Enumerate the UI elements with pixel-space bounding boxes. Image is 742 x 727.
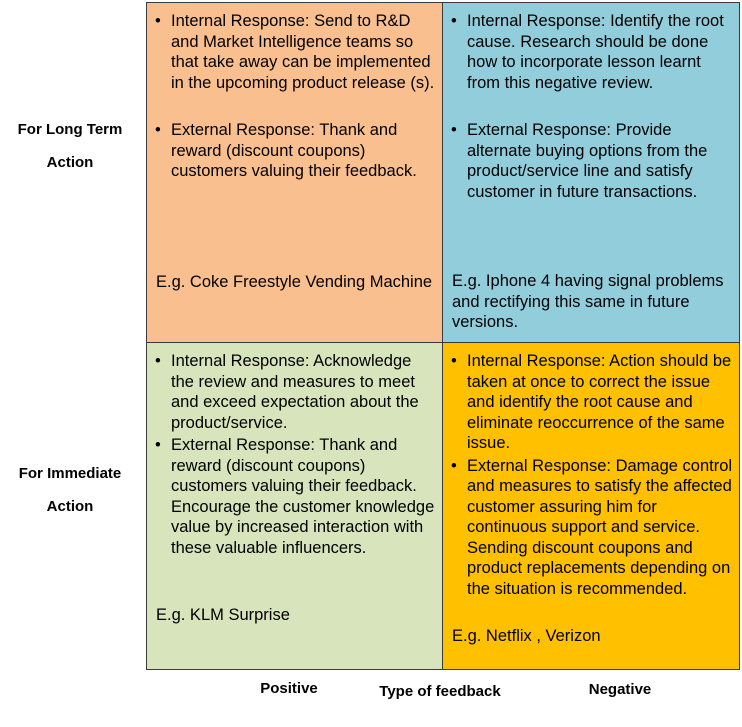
external-response-item: • External Response: Thank and reward (d…: [147, 120, 438, 182]
example-text: E.g. Netflix , Verizon: [452, 627, 601, 645]
internal-response-text: Internal Response: Identify the root cau…: [467, 12, 724, 92]
bullet-icon: •: [451, 352, 457, 370]
external-response-text: External Response: Thank and reward (dis…: [171, 436, 435, 557]
internal-response-item: • Internal Response: Acknowledge the rev…: [147, 351, 438, 433]
external-response-item: • External Response: Damage control and …: [443, 456, 735, 600]
row-label-long-term: For Long Term Action: [0, 113, 140, 179]
row-label-immediate-line1: For Immediate: [18, 465, 122, 482]
internal-response-text: Internal Response: Action should be take…: [467, 352, 732, 452]
row-label-immediate-line2: Action: [46, 498, 94, 515]
quadrant-long-term-positive: • Internal Response: Send to R&D and Mar…: [146, 2, 443, 343]
row-label-long-term-line1: For Long Term: [17, 121, 123, 138]
internal-response-item: • Internal Response: Action should be ta…: [443, 351, 735, 454]
internal-response-text: Internal Response: Send to R&D and Marke…: [171, 12, 435, 92]
external-response-text: External Response: Provide alternate buy…: [467, 121, 708, 201]
internal-response-item: • Internal Response: Send to R&D and Mar…: [147, 11, 438, 93]
column-label-negative: Negative: [588, 681, 652, 698]
column-label-positive: Positive: [260, 680, 318, 697]
quadrant-immediate-negative: • Internal Response: Action should be ta…: [442, 342, 740, 670]
row-label-immediate: For Immediate Action: [0, 457, 140, 523]
external-response-text: External Response: Thank and reward (dis…: [171, 121, 417, 180]
example-text: E.g. Coke Freestyle Vending Machine: [156, 273, 433, 291]
example-text: E.g. Iphone 4 having signal problems and…: [452, 272, 724, 331]
axis-label-feedback-type: Type of feedback: [379, 683, 501, 700]
bullet-icon: •: [451, 456, 457, 475]
internal-response-text: Internal Response: Acknowledge the revie…: [171, 352, 419, 432]
external-response-item: • External Response: Thank and reward (d…: [147, 435, 438, 558]
external-response-item: • External Response: Provide alternate b…: [443, 120, 735, 202]
bullet-icon: •: [155, 121, 161, 139]
row-label-long-term-line2: Action: [46, 154, 94, 171]
bullet-icon: •: [155, 12, 161, 30]
quadrant-immediate-positive: • Internal Response: Acknowledge the rev…: [146, 342, 443, 670]
bullet-icon: •: [155, 436, 161, 454]
example-text: E.g. KLM Surprise: [156, 606, 290, 624]
bullet-icon: •: [451, 121, 457, 139]
external-response-text: External Response: Damage control and me…: [467, 456, 733, 598]
quadrant-long-term-negative: • Internal Response: Identify the root c…: [442, 2, 740, 343]
bullet-icon: •: [451, 12, 457, 30]
bullet-icon: •: [155, 352, 161, 370]
internal-response-item: • Internal Response: Identify the root c…: [443, 11, 735, 93]
